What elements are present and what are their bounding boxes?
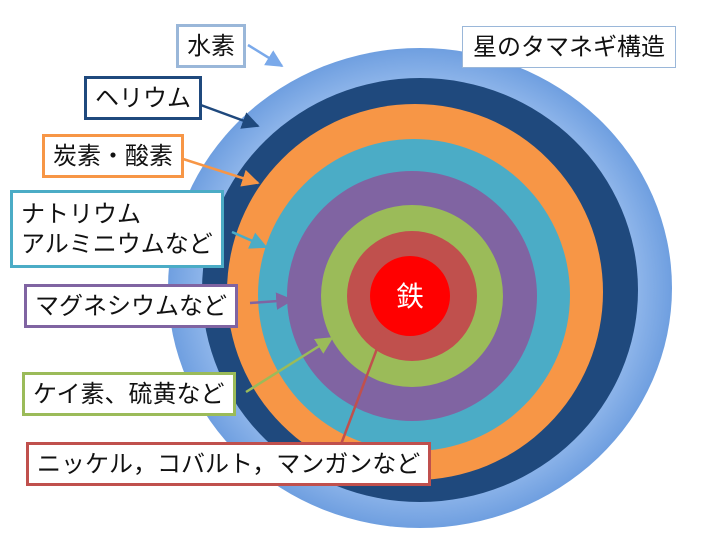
label-hydrogen: 水素 [176,24,246,68]
arrow-sodium-aluminum [231,230,268,249]
arrow-nickel [338,328,387,448]
label-silicon-sulfur: ケイ素、硫黄など [22,372,236,416]
arrow-magnesium [249,292,294,310]
label-nickel-cobalt-manganese: ニッケル，コバルト，マンガンなど [26,442,432,486]
iron-core-label: 鉄 [396,280,424,313]
arrow-helium [197,102,260,129]
arrow-carbon-oxygen [179,156,260,187]
arrow-silicon-sulfur [245,336,334,394]
label-helium: ヘリウム [84,76,202,120]
label-magnesium: マグネシウムなど [24,284,238,328]
arrow-hydrogen [247,43,284,68]
diagram-title: 星のタマネギ構造 [462,26,676,68]
iron-core [370,256,450,336]
label-carbon-oxygen: 炭素・酸素 [42,134,184,178]
label-sodium-aluminum: ナトリウム アルミニウムなど [10,190,224,268]
